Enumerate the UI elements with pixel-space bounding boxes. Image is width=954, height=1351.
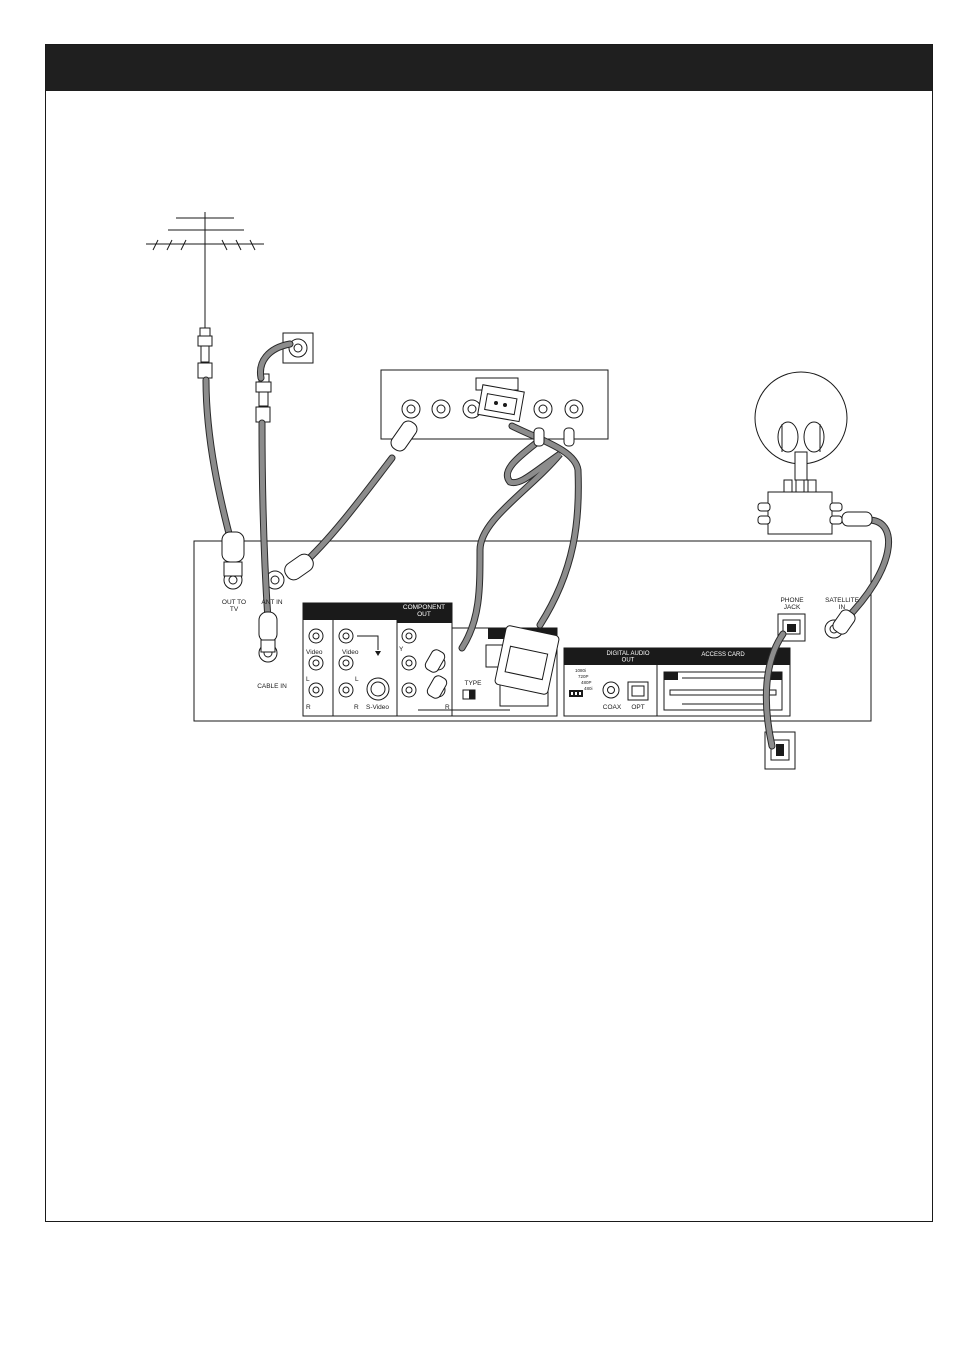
res-480i-label: 480i [584, 686, 593, 691]
wall-cable-outlet-icon [282, 332, 314, 364]
cable-plugs [221, 420, 873, 699]
right-label-3: R [445, 704, 450, 711]
right-label-2: R [354, 704, 359, 711]
left-label-1: L [306, 676, 310, 683]
left-label-2: L [355, 676, 359, 683]
cable-in-connector-icon [255, 373, 272, 423]
right-label-1: R [306, 704, 311, 711]
header-bar [46, 45, 932, 91]
satellite-dish-icon [754, 371, 848, 535]
coax-label: COAX [603, 704, 622, 711]
antenna-icon [146, 212, 264, 330]
type-label: TYPE [465, 680, 483, 687]
ant-in-label: ANT IN [261, 599, 282, 606]
res-720p-label: 720P [578, 674, 589, 679]
digital-audio-group [563, 647, 658, 717]
access-card-label: ACCESS CARD [701, 652, 745, 658]
opt-label: OPT [631, 704, 644, 711]
av-output-group-2 [332, 602, 398, 717]
antenna-connector-icon [197, 327, 213, 379]
y-label: Y [399, 646, 404, 653]
cable-in-label: CABLE IN [257, 683, 287, 690]
res-1080i-label: 1080i [575, 668, 586, 673]
av-output-group-1 [302, 602, 334, 717]
tv-vga-connector-icon [475, 377, 525, 423]
ant-in-jack [265, 570, 285, 590]
video-label-1: Video [306, 649, 323, 656]
page-frame [45, 44, 933, 1222]
video-label-2: Video [342, 649, 359, 656]
s-video-label: S-Video [366, 704, 389, 711]
res-480p-label: 480P [581, 680, 592, 685]
